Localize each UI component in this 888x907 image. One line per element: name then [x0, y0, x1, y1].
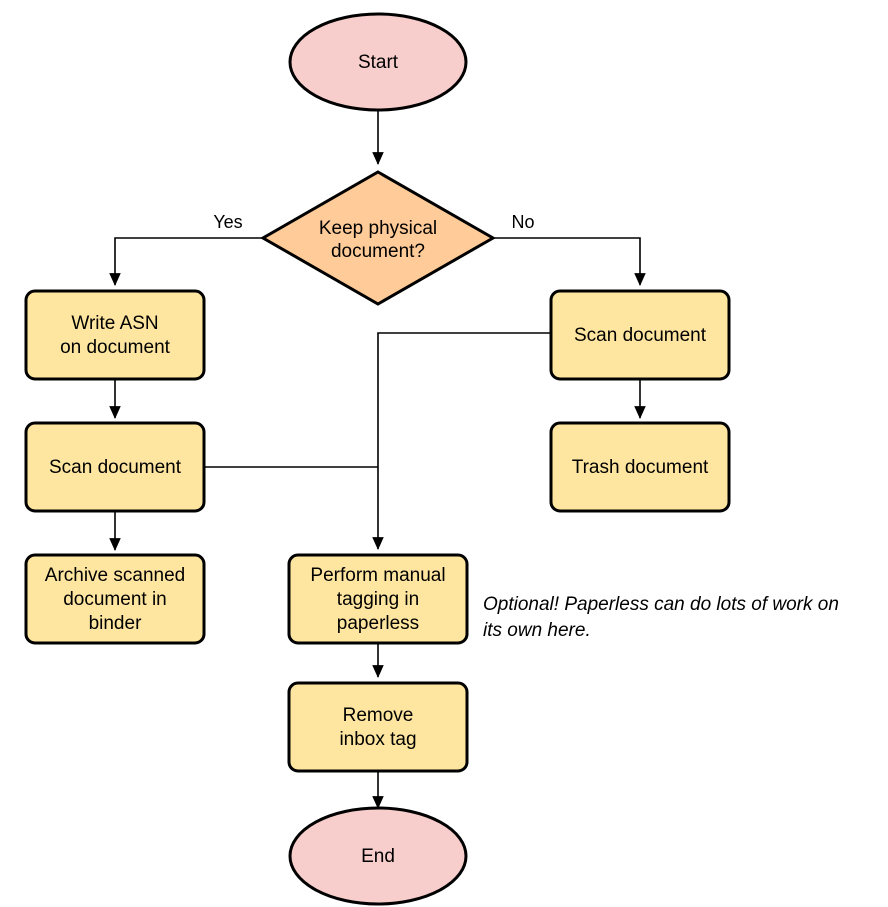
node-archive-scanned-document-in-binder[interactable]: Archive scanned document in binder: [24, 553, 206, 645]
write-asn-label-line1: Write ASN: [71, 313, 158, 334]
edge-decision-yes-to-write-asn: [109, 237, 263, 286]
node-start[interactable]: Start: [288, 12, 468, 112]
edge-decision-no-to-scan-right: [493, 237, 646, 286]
tagging-label-line3: paperless: [337, 613, 419, 634]
end-ellipse-shape: [288, 806, 468, 906]
trash-document-label: Trash document: [572, 457, 709, 478]
archive-label-line3: binder: [89, 613, 142, 634]
node-scan-document-right[interactable]: Scan document: [549, 289, 731, 381]
archive-box-shape: [24, 553, 206, 645]
annotation-line1: Optional! Paperless can do lots of work …: [483, 594, 839, 615]
remove-inbox-tag-box-shape: [287, 681, 469, 773]
node-trash-document[interactable]: Trash document: [549, 421, 731, 513]
node-remove-inbox-tag[interactable]: Remove inbox tag: [287, 681, 469, 773]
start-label: Start: [358, 52, 399, 73]
write-asn-box-shape: [24, 289, 206, 381]
edge-scan-right-to-tagging: [372, 332, 551, 550]
end-label: End: [361, 846, 395, 867]
annotation-line2: its own here.: [483, 620, 591, 641]
scan-document-left-box-shape: [24, 421, 206, 513]
edge-labels-layer: Yes No: [213, 212, 534, 232]
decision-diamond-shape: [259, 170, 497, 306]
trash-document-box-shape: [549, 421, 731, 513]
remove-inbox-tag-label-line1: Remove: [343, 705, 414, 726]
scan-document-right-box-shape: [549, 289, 731, 381]
decision-label-line2: document?: [331, 241, 425, 262]
archive-label-line2: document in: [63, 589, 167, 610]
node-write-asn-on-document[interactable]: Write ASN on document: [24, 289, 206, 381]
edge-label-no: No: [511, 212, 534, 232]
annotation-optional-note: Optional! Paperless can do lots of work …: [483, 594, 839, 641]
node-perform-manual-tagging[interactable]: Perform manual tagging in paperless: [287, 553, 469, 645]
tagging-label-line1: Perform manual: [310, 565, 445, 586]
scan-document-left-label: Scan document: [49, 457, 182, 478]
edge-label-yes: Yes: [213, 212, 242, 232]
write-asn-label-line2: on document: [60, 337, 171, 358]
archive-label-line1: Archive scanned: [45, 565, 185, 586]
node-scan-document-left[interactable]: Scan document: [24, 421, 206, 513]
node-end[interactable]: End: [288, 806, 468, 906]
remove-inbox-tag-label-line2: inbox tag: [339, 729, 416, 750]
node-decision-keep-physical-document[interactable]: Keep physical document?: [259, 170, 497, 306]
tagging-box-shape: [287, 553, 469, 645]
tagging-label-line2: tagging in: [337, 589, 419, 610]
start-ellipse-shape: [288, 12, 468, 112]
scan-document-right-label: Scan document: [574, 325, 707, 346]
edges-layer: [109, 110, 646, 809]
decision-label-line1: Keep physical: [319, 218, 437, 239]
